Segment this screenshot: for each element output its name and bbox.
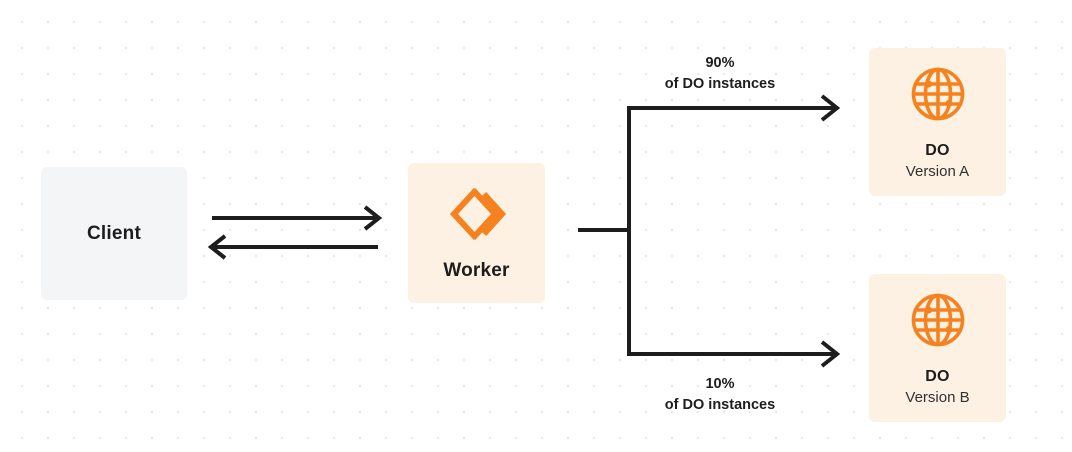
do-a-title: DO	[925, 142, 950, 160]
edge-label-do-b-detail: of DO instances	[664, 396, 776, 413]
edge-client-to-worker	[212, 205, 383, 231]
edge-label-do-a: 90% of DO instances	[600, 53, 840, 94]
globe-icon	[909, 291, 967, 354]
globe-icon	[909, 65, 967, 128]
client-label: Client	[87, 222, 141, 244]
node-do-version-a[interactable]: DO Version A	[869, 48, 1006, 196]
edge-worker-to-do-a	[627, 94, 841, 122]
edge-worker-to-do-b	[627, 340, 841, 368]
edge-label-do-b: 10% of DO instances	[600, 374, 840, 415]
do-b-subtitle: Version B	[905, 389, 970, 407]
edge-label-do-a-detail: of DO instances	[664, 75, 776, 92]
node-client[interactable]: Client	[41, 167, 187, 300]
node-do-version-b[interactable]: DO Version B	[869, 274, 1006, 422]
edge-worker-to-client	[207, 234, 378, 260]
edge-label-do-a-percent: 90%	[705, 55, 735, 71]
node-worker[interactable]: Worker	[408, 163, 545, 303]
worker-label: Worker	[443, 259, 510, 281]
edge-label-do-b-percent: 10%	[705, 376, 735, 392]
do-b-title: DO	[925, 368, 950, 386]
do-a-subtitle: Version A	[905, 163, 970, 181]
cloudflare-workers-icon	[446, 185, 508, 248]
